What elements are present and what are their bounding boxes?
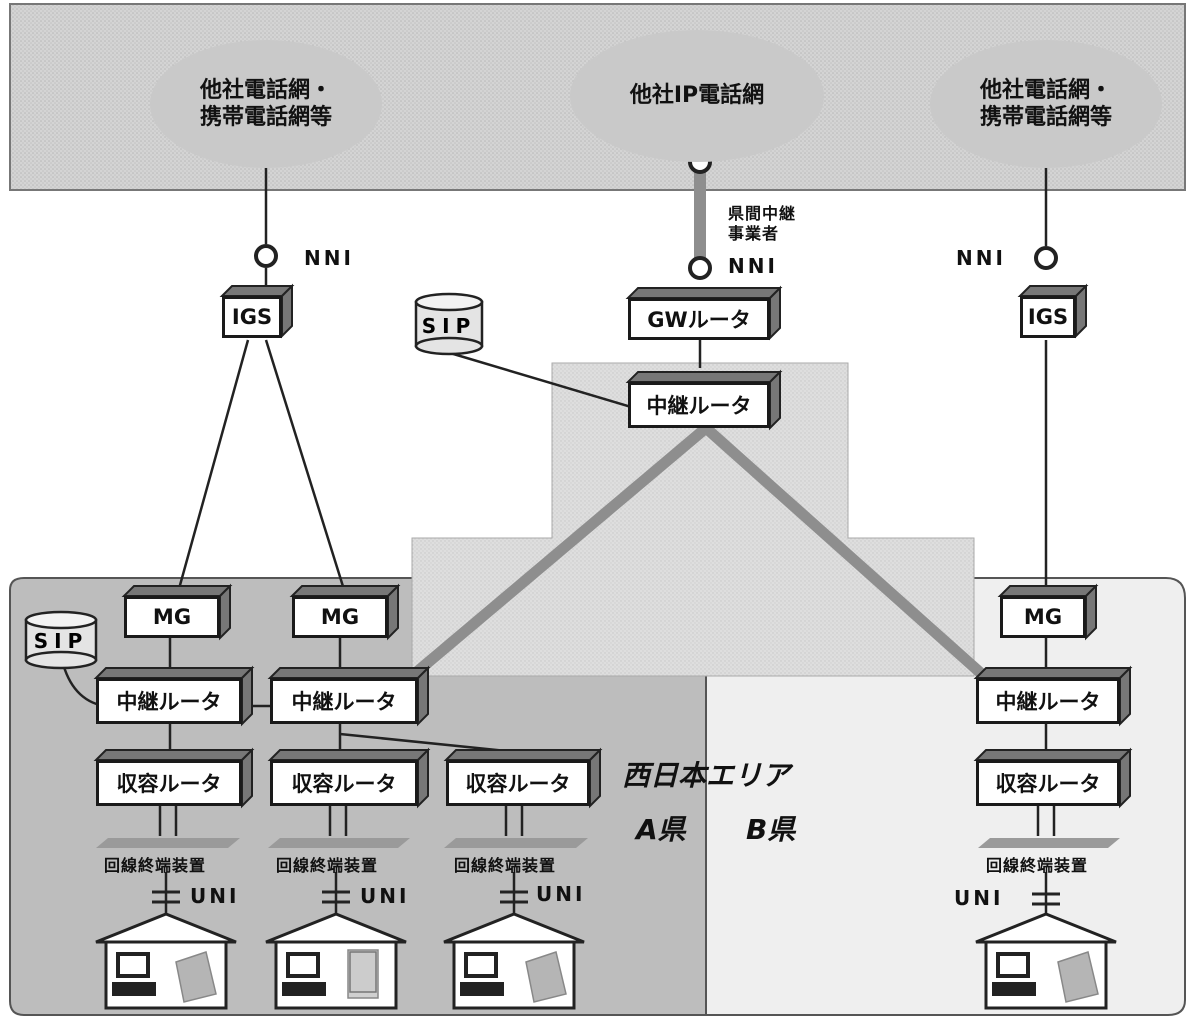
mg-a1: MG bbox=[124, 596, 220, 638]
sip-label-top: SIP bbox=[421, 314, 477, 338]
cloud-other-phone-right: 他社電話網・ 携帯電話網等 bbox=[930, 40, 1162, 168]
onu-label-a3: 回線終端装置 bbox=[454, 856, 557, 875]
onu-platforms bbox=[96, 838, 1120, 848]
onu-label-a2: 回線終端装置 bbox=[276, 856, 379, 875]
relay-router-a1: 中継ルータ bbox=[96, 678, 242, 724]
nni-label-left: NNI bbox=[304, 246, 354, 270]
uni-label-a3: UNI bbox=[536, 882, 586, 906]
prefecture-b-label: B県 bbox=[746, 813, 796, 846]
igs-left: IGS bbox=[222, 296, 282, 338]
sip-db-top bbox=[414, 292, 484, 356]
relay-router-center: 中継ルータ bbox=[628, 382, 770, 428]
transit-network-region bbox=[411, 362, 975, 677]
uni-label-b: UNI bbox=[954, 886, 1004, 910]
access-router-b: 収容ルータ bbox=[976, 760, 1120, 806]
link-relay-center-b bbox=[702, 423, 988, 681]
sip-db-left bbox=[24, 610, 98, 670]
carrier-label: 県間中継 事業者 bbox=[728, 204, 797, 243]
sip-label-left: SIP bbox=[33, 629, 89, 653]
onu-label-a1: 回線終端装置 bbox=[104, 856, 207, 875]
access-router-a3: 収容ルータ bbox=[446, 760, 590, 806]
nni-label-mid: NNI bbox=[728, 254, 778, 278]
relay-router-a2: 中継ルータ bbox=[270, 678, 418, 724]
access-router-a1: 収容ルータ bbox=[96, 760, 242, 806]
uni-label-a2: UNI bbox=[360, 884, 410, 908]
gw-router: GWルータ bbox=[628, 298, 770, 340]
link-igs-mg-a2 bbox=[264, 339, 348, 597]
relay-router-b: 中継ルータ bbox=[976, 678, 1120, 724]
cloud-other-phone-left: 他社電話網・ 携帯電話網等 bbox=[150, 40, 382, 168]
link-igs-mg-a1 bbox=[175, 339, 250, 597]
tv-icon-a2 bbox=[349, 951, 377, 993]
mg-b: MG bbox=[1000, 596, 1086, 638]
link-sip-top-relay bbox=[439, 348, 649, 414]
uni-marks bbox=[152, 890, 1060, 906]
area-west-label: 西日本エリア bbox=[622, 759, 791, 792]
cloud-other-ip: 他社IP電話網 bbox=[570, 30, 824, 162]
nni-connectors bbox=[254, 150, 1058, 280]
link-relay-center-a2 bbox=[408, 423, 710, 681]
pc-icons bbox=[112, 952, 1036, 996]
access-router-a2: 収容ルータ bbox=[270, 760, 418, 806]
igs-right: IGS bbox=[1020, 296, 1076, 338]
access-onu-links bbox=[158, 806, 1056, 836]
onu-label-b: 回線終端装置 bbox=[986, 856, 1089, 875]
mg-a2: MG bbox=[292, 596, 388, 638]
nni-label-right: NNI bbox=[956, 246, 1006, 270]
uni-label-a1: UNI bbox=[190, 884, 240, 908]
prefecture-a-label: A県 bbox=[636, 813, 686, 846]
